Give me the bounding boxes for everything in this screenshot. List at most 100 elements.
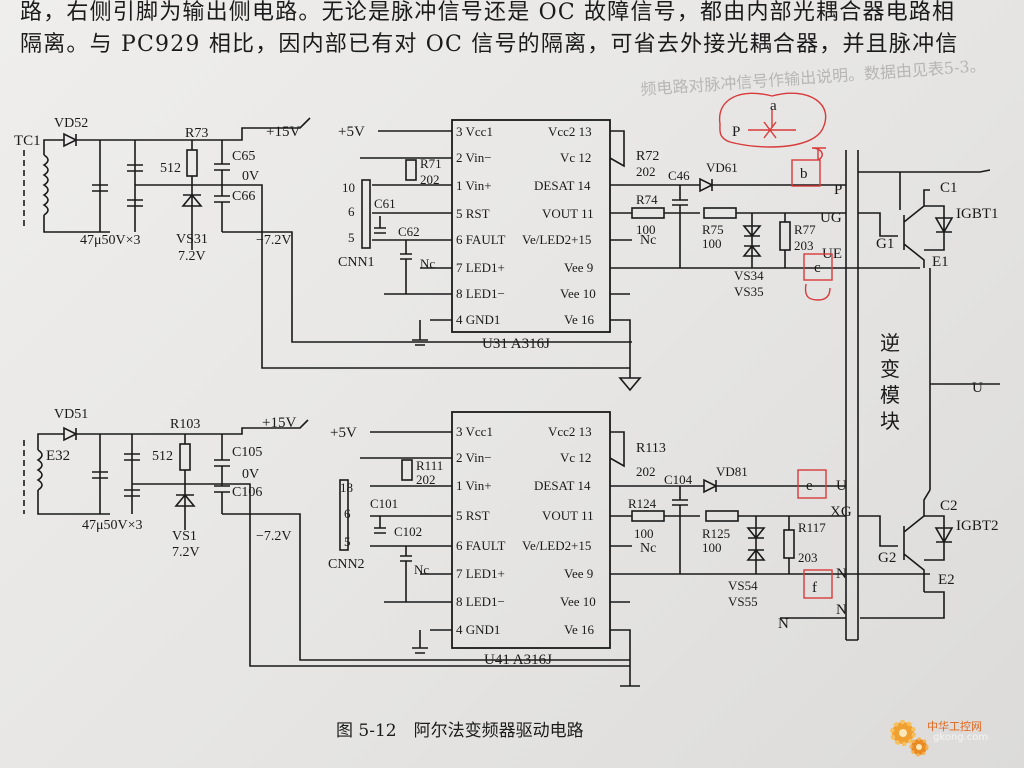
zener-pair: [736, 212, 846, 268]
zener-symbol: [181, 140, 203, 250]
zener-label: VS1: [172, 529, 197, 544]
label-g2: G2: [878, 550, 896, 566]
module-frame: [845, 150, 859, 641]
r71-label: R71: [420, 156, 442, 171]
ic-left-pin: 5 RST: [456, 508, 490, 523]
cap-bot: C66: [232, 189, 255, 204]
ic-left-pin: 7 LED1+: [456, 566, 505, 581]
connector-body: [361, 179, 371, 249]
ic-right-pin: VOUT 11: [542, 206, 594, 221]
r-ge-label: R77: [794, 222, 816, 237]
diode-symbol: [63, 426, 78, 442]
cap-pair: [214, 140, 230, 232]
r-out-label: R124: [628, 496, 657, 511]
label-c2: C2: [940, 498, 958, 514]
label-c1: C1: [940, 180, 958, 196]
header-line-2: 隔离。与 PC929 相比，因内部已有对 OC 信号的隔离，可省去外接光耦合器，…: [20, 32, 959, 57]
cap-spec: 47μ50V×3: [82, 518, 143, 533]
conn-pin: 5: [348, 230, 355, 245]
annotation-circle-a: [718, 92, 827, 148]
ic-right-pin: Ve/LED2+15: [522, 232, 591, 247]
zero-volt: 0V: [242, 467, 259, 482]
figure-caption: 图 5-12 阿尔法变频器驱动电路: [336, 721, 584, 741]
r-desat-value: 202: [636, 464, 656, 479]
label-igbt2: IGBT2: [956, 518, 999, 534]
resistor-r-out: [631, 510, 665, 522]
annotation-c-label: c: [814, 260, 821, 276]
module-char: 变: [880, 358, 900, 381]
r-desat-label: R113: [636, 441, 666, 456]
resistor-r-ge: [783, 529, 795, 559]
ic-right-pin: Ve 16: [564, 622, 594, 637]
connector-body: [339, 479, 349, 551]
r-ge-label: R117: [798, 520, 826, 535]
ic-right-pin: Ve 16: [564, 312, 594, 327]
vd-label: VD61: [706, 160, 738, 175]
vs-a: VS54: [728, 578, 758, 593]
annotation-b-label: b: [800, 166, 808, 182]
transformer-label: E32: [46, 448, 70, 464]
ic-left-pin: 6 FAULT: [456, 538, 506, 553]
wire-neg: [222, 231, 632, 343]
label-igbt1: IGBT1: [956, 206, 999, 222]
resistor-r-gate: [703, 207, 737, 219]
cap-b-label: C62: [398, 224, 420, 239]
ic-left-pin: 8 LED1−: [456, 594, 505, 609]
conn-pin: 18: [340, 480, 353, 495]
r71-value: 202: [420, 172, 440, 187]
capacitor-bank: [92, 140, 143, 232]
resistor-value: 512: [160, 161, 181, 176]
plus5-label: +5V: [338, 124, 365, 140]
zener-label: VS31: [176, 232, 208, 247]
r-out-value: 100: [636, 222, 656, 237]
connector-label: CNN2: [328, 557, 365, 572]
resistor-value: 512: [152, 449, 173, 464]
red-annotations: P a b c e f: [718, 92, 833, 599]
ic-left-pin: 4 GND1: [456, 622, 500, 637]
header-line-1: 路，右侧引脚为输出侧电路。无论是脉冲信号还是 OC 故障信号，都由内部光耦合器电…: [20, 0, 956, 25]
vs-a: VS34: [734, 268, 764, 283]
ic-left-pin: 6 FAULT: [456, 232, 506, 247]
ic-left-pin: 2 Vin−: [456, 150, 492, 165]
cap-a-label: C61: [374, 196, 396, 211]
site-logo: 中华工控网 gkong.com: [887, 707, 1022, 761]
label-u-right: U: [972, 380, 983, 396]
cap-spec: 47μ50V×3: [80, 233, 141, 248]
ic-right-pin: Vee 10: [560, 286, 596, 301]
zener-voltage: 7.2V: [172, 545, 200, 560]
zener-voltage: 7.2V: [178, 249, 206, 264]
zero-volt: 0V: [242, 169, 259, 184]
transformer-lead: [43, 139, 110, 233]
module-char: 逆: [880, 332, 900, 355]
cap-top: C105: [232, 445, 262, 460]
diode-label: VD52: [54, 116, 88, 131]
rail-label: +15V: [266, 124, 300, 140]
ic-body: [451, 411, 611, 649]
resistor-r111: [401, 459, 413, 481]
wire-neg: [222, 513, 630, 661]
annotation-box-e: [797, 469, 827, 499]
r-ge-value: 203: [794, 238, 814, 253]
annotation-f-label: f: [812, 580, 817, 596]
conn-pin: 6: [348, 204, 355, 219]
resistor-r-out: [631, 207, 665, 219]
zener-pair: [738, 515, 846, 574]
ic-right-pin: Vc 12: [560, 450, 591, 465]
ic-left-wires: [360, 431, 452, 631]
rail-label: +15V: [262, 415, 296, 431]
module-char: 模: [880, 384, 900, 407]
ic-right-pin: Ve/LED2+15: [522, 538, 591, 553]
ic-body: [451, 119, 611, 333]
transformer-label: TC1: [14, 133, 41, 149]
diode-label: VD51: [54, 407, 88, 422]
resistor-r-gate: [705, 510, 739, 522]
n-path: [700, 516, 930, 575]
ic-right-pin: DESAT 14: [534, 178, 591, 193]
ic-right-pin: Vc 12: [560, 150, 591, 165]
cap-pair: [214, 434, 230, 514]
annotation-a-label: a: [770, 98, 777, 114]
inverter-module: P UG UE C1 IGBT1 G1 E1 U 逆 变 模 块 U XG N …: [778, 150, 1000, 641]
r-out-value: 100: [634, 526, 654, 541]
